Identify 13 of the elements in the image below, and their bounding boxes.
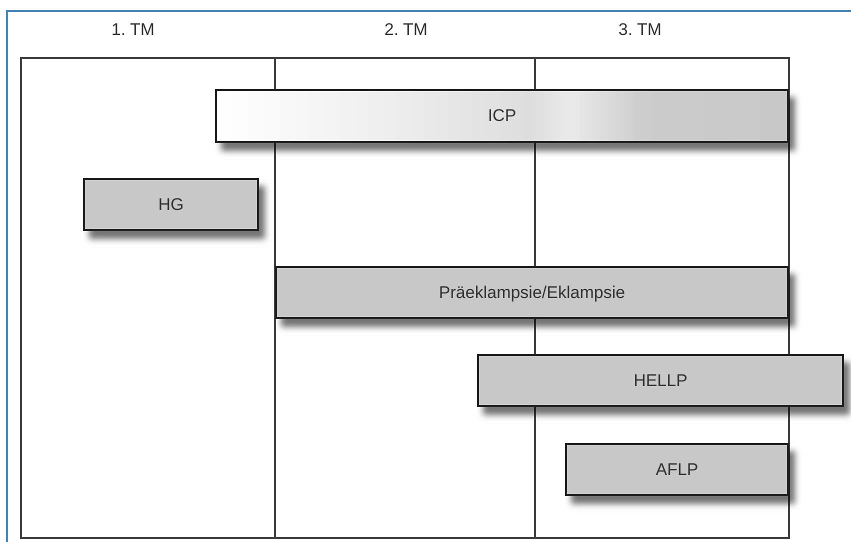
- trimester-label: 1. TM: [111, 20, 155, 40]
- timeline-bar: [565, 443, 789, 496]
- timeline-bar: [83, 178, 259, 231]
- timeline-bar: [215, 89, 789, 143]
- bar-label: HELLP: [634, 370, 688, 390]
- timeline-bar: [275, 266, 789, 319]
- bar-label: Präeklampsie/Eklampsie: [438, 282, 626, 302]
- timeline-bar: [477, 354, 844, 407]
- trimester-label: 2. TM: [384, 20, 428, 40]
- bar-label: HG: [158, 194, 184, 214]
- trimester-label: 3. TM: [618, 20, 662, 40]
- bar-label: ICP: [488, 106, 516, 126]
- bar-label: AFLP: [656, 460, 698, 480]
